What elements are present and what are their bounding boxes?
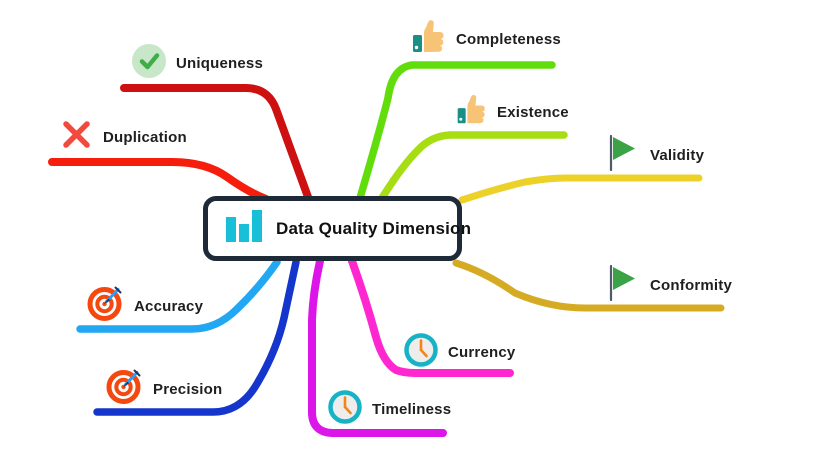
x-mark-icon bbox=[60, 118, 93, 156]
branch-timeliness bbox=[308, 257, 447, 437]
branch-currency bbox=[348, 257, 514, 377]
node-conformity-label: Conformity bbox=[650, 277, 732, 294]
node-validity[interactable]: Validity bbox=[604, 134, 704, 177]
check-circle-icon bbox=[132, 44, 166, 83]
node-completeness[interactable]: Completeness bbox=[410, 18, 561, 60]
thumbs-up-icon bbox=[455, 93, 487, 131]
central-node[interactable]: Data Quality Dimension bbox=[203, 196, 471, 261]
branch-uniqueness bbox=[120, 84, 312, 201]
branch-accuracy bbox=[76, 258, 281, 333]
branch-existence bbox=[378, 131, 568, 202]
node-validity-label: Validity bbox=[650, 147, 705, 164]
node-accuracy-label: Accuracy bbox=[134, 297, 204, 315]
node-precision-label: Precision bbox=[153, 380, 223, 398]
branch-completeness bbox=[356, 61, 556, 202]
branch-validity bbox=[458, 174, 703, 204]
node-precision[interactable]: Precision bbox=[106, 368, 222, 410]
node-conformity[interactable]: Conformity bbox=[604, 264, 732, 307]
clock-icon bbox=[328, 390, 362, 429]
target-icon bbox=[106, 368, 143, 410]
node-timeliness-label: Timeliness bbox=[372, 401, 452, 418]
flag-icon bbox=[604, 134, 640, 177]
node-currency[interactable]: Currency bbox=[404, 333, 515, 372]
node-existence[interactable]: Existence bbox=[455, 93, 569, 131]
node-uniqueness[interactable]: Uniqueness bbox=[132, 44, 263, 83]
node-existence-label: Existence bbox=[497, 103, 569, 121]
thumbs-up-icon bbox=[410, 18, 446, 60]
central-node-label: Data Quality Dimension bbox=[276, 218, 472, 238]
bar-chart-icon bbox=[222, 204, 266, 253]
branch-duplication bbox=[48, 158, 270, 203]
target-icon bbox=[87, 285, 124, 327]
clock-icon bbox=[404, 333, 438, 372]
node-duplication-label: Duplication bbox=[103, 128, 187, 146]
branch-conformity bbox=[452, 259, 725, 312]
node-timeliness[interactable]: Timeliness bbox=[328, 390, 451, 429]
node-uniqueness-label: Uniqueness bbox=[176, 55, 264, 72]
node-currency-label: Currency bbox=[448, 344, 516, 361]
node-duplication[interactable]: Duplication bbox=[60, 118, 187, 156]
flag-icon bbox=[604, 264, 640, 307]
node-completeness-label: Completeness bbox=[456, 30, 561, 48]
node-accuracy[interactable]: Accuracy bbox=[87, 285, 203, 327]
branch-precision bbox=[93, 258, 300, 416]
